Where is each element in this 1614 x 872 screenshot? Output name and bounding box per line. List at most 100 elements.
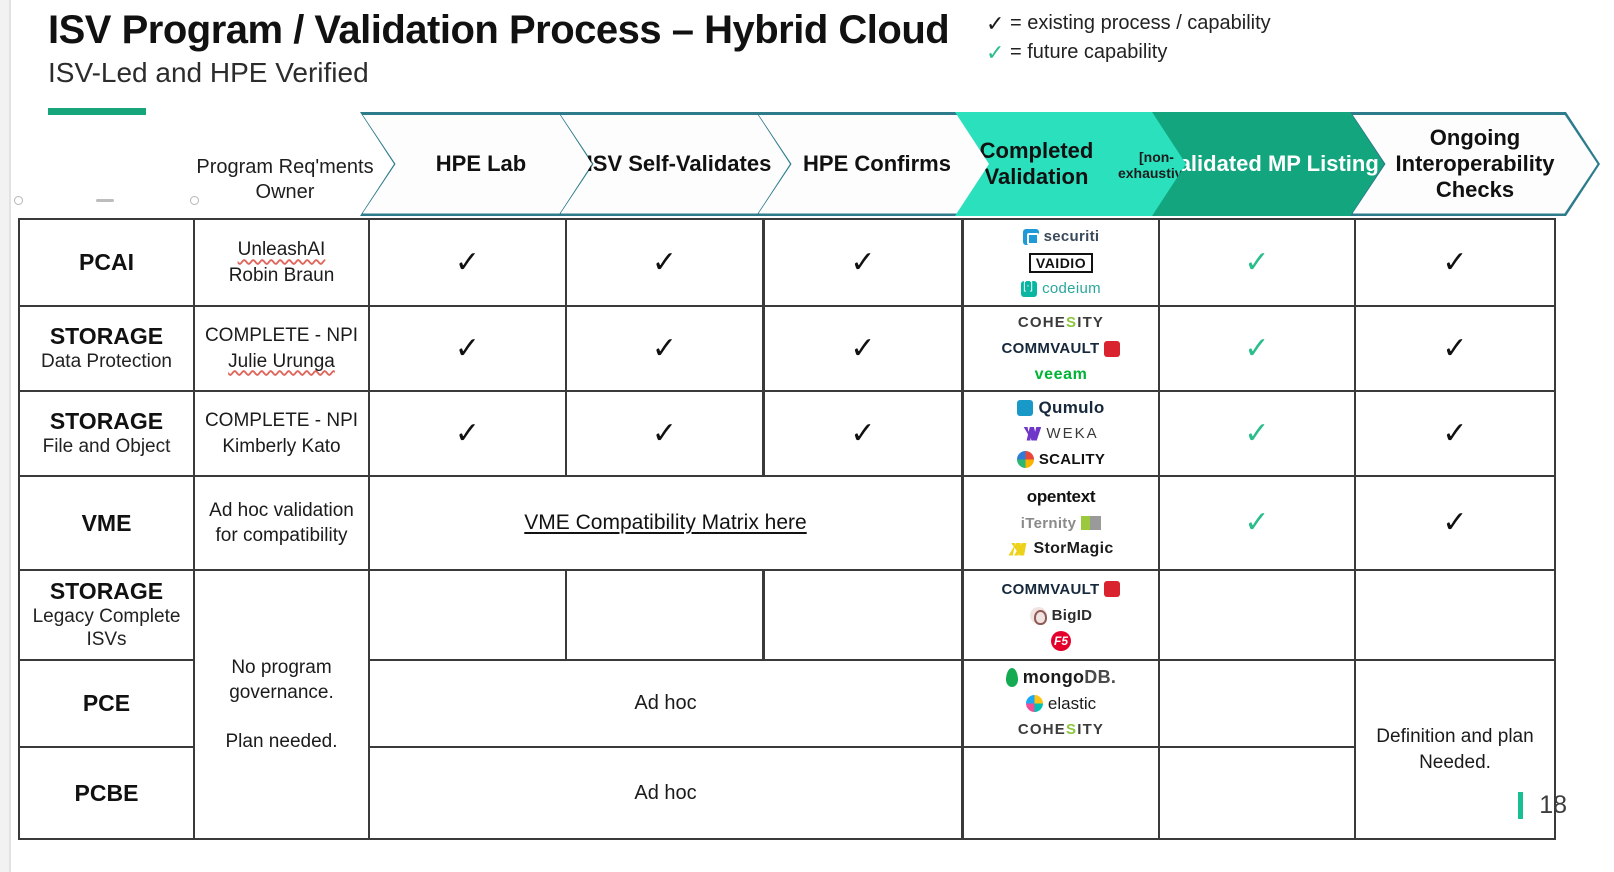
owner-line-2: Robin Braun: [228, 264, 335, 286]
qumulo-icon: [1017, 399, 1034, 416]
table-cell-completed-validation: Qumulo WEKA SCALITY: [962, 390, 1160, 477]
logo-stack: securiti VAIDIO codeium: [964, 227, 1158, 298]
chevron-validated-mp-listing[interactable]: Validated MP Listing: [1152, 112, 1392, 216]
logo-f5: F5: [1051, 631, 1071, 651]
check-icon: ✓: [850, 245, 876, 279]
logo-label: COHESITY: [1017, 314, 1105, 331]
selection-handle-middle[interactable]: [96, 199, 114, 202]
table-cell-hpe-lab: ✓: [368, 305, 567, 392]
table-cell-mp-listing: ✓: [1158, 475, 1356, 571]
check-icon: ✓: [1244, 506, 1270, 539]
ongoing-note-line-2: Needed.: [1419, 751, 1491, 773]
chevron-sublabel: [non-exhaustive]: [1117, 149, 1196, 181]
table-cell-owner: UnleashAI Robin Braun: [193, 218, 370, 307]
legend-item-label: = future capability: [1010, 41, 1168, 63]
table-cell-completed-validation: opentext iTernity StorMagic: [962, 475, 1160, 571]
logo-label: iTernity: [1020, 514, 1077, 532]
app-left-rail: [0, 0, 10, 872]
table-cell-hpe-lab: ✓: [368, 390, 567, 477]
ad-hoc-label: Ad hoc: [634, 692, 697, 715]
ad-hoc-label: Ad hoc: [634, 781, 697, 804]
owner-line-2: for compatibility: [215, 525, 348, 546]
vme-compatibility-matrix-link[interactable]: VME Compatibility Matrix here: [524, 511, 807, 534]
title-block: ISV Program / Validation Process – Hybri…: [48, 8, 950, 89]
check-icon: ✓: [1442, 506, 1468, 539]
slide-number: 18: [1518, 791, 1567, 820]
logo-commvault: COMMVAULT: [1002, 339, 1121, 358]
logo-stack: opentext iTernity StorMagic: [964, 487, 1158, 559]
logo-label: mongoDB.: [1022, 667, 1117, 687]
selection-handle-left[interactable]: [14, 196, 23, 205]
logo-securiti: securiti: [1022, 227, 1100, 246]
table-cell-mp-listing: ✓: [1158, 390, 1356, 477]
page-subtitle: ISV-Led and HPE Verified: [48, 56, 369, 88]
logo-codeium: codeium: [1021, 279, 1101, 298]
chevron-isv-self-validates[interactable]: ISV Self-Validates: [558, 112, 800, 216]
check-icon: ✓: [1442, 416, 1468, 450]
bigid-icon: [1029, 606, 1047, 625]
validation-matrix-table: PCAI UnleashAI Robin Braun ✓ ✓ ✓ securit…: [18, 218, 1556, 840]
logo-label: VAIDIO: [1028, 252, 1094, 273]
table-cell-completed-validation: securiti VAIDIO codeium: [962, 218, 1160, 307]
selection-handle-right[interactable]: [190, 196, 199, 205]
logo-label: opentext: [1026, 487, 1096, 506]
check-icon: ✓: [1244, 245, 1270, 279]
chevron-ongoing-interoperability-checks[interactable]: Ongoing Interoperability Checks: [1350, 112, 1600, 216]
table-row-name: PCE: [18, 659, 195, 748]
owner-note-line-3: Plan needed.: [225, 731, 338, 753]
chevron-label: HPE Lab: [435, 151, 527, 177]
table-cell-completed-validation: COHESITY COMMVAULT veeam: [962, 305, 1160, 392]
logo-label: SCALITY: [1038, 451, 1106, 468]
row-name: PCE: [82, 690, 131, 717]
check-icon: ✓: [1244, 331, 1270, 365]
table-row-name: PCBE: [18, 746, 195, 840]
logo-bigid: BigID: [1029, 606, 1093, 625]
logo-veeam: veeam: [1035, 365, 1088, 384]
check-icon: ✓: [850, 331, 876, 365]
row-name: STORAGE: [49, 322, 164, 349]
logo-label: F5: [1051, 631, 1071, 651]
table-cell-isv-self: ✓: [565, 390, 764, 477]
table-cell-completed-validation: [962, 746, 1160, 840]
table-cell-hpe-lab: [368, 569, 567, 661]
chevron-hpe-lab[interactable]: HPE Lab: [360, 112, 602, 216]
chevron-label: Ongoing Interoperability Checks: [1395, 125, 1555, 202]
owner-line-1: COMPLETE - NPI: [204, 410, 359, 432]
logo-vaidio: VAIDIO: [1028, 252, 1094, 273]
table-cell-hpe-lab: ✓: [368, 218, 567, 307]
table-cell-isv-self: ✓: [565, 305, 764, 392]
slide-number-value: 18: [1539, 791, 1567, 819]
table-cell-pcbe-merged-process: Ad hoc: [368, 746, 963, 840]
legend: ✓ = existing process / capability ✓ = fu…: [986, 9, 1271, 67]
legend-item-label: = existing process / capability: [1010, 12, 1271, 34]
logo-weka: WEKA: [1023, 424, 1098, 443]
chevron-label: Validated MP Listing: [1165, 151, 1379, 177]
table-cell-pce-merged-process: Ad hoc: [368, 659, 963, 748]
table-cell-completed-validation: COMMVAULT BigID F5: [962, 569, 1160, 661]
row-name: STORAGE: [49, 407, 164, 434]
owner-line-1: UnleashAI: [237, 239, 326, 261]
owner-column-header: Program Req'ments Owner: [196, 156, 374, 203]
mongodb-icon: [1005, 668, 1018, 687]
chevron-completed-validation[interactable]: Completed Validation [non-exhaustive]: [955, 112, 1195, 216]
check-icon: ✓: [454, 416, 481, 450]
check-icon: ✓: [986, 39, 1005, 65]
table-cell-completed-validation: mongoDB. elastic COHESITY: [962, 659, 1160, 748]
logo-label: veeam: [1034, 365, 1088, 383]
logo-label: COHESITY: [1017, 721, 1105, 738]
logo-label: elastic: [1047, 693, 1097, 713]
check-icon: ✓: [454, 331, 481, 365]
elastic-icon: [1025, 695, 1043, 712]
codeium-icon: [1021, 280, 1038, 297]
check-icon: ✓: [1442, 245, 1468, 279]
table-cell-owner: COMPLETE - NPI Julie Urunga: [193, 305, 370, 392]
check-icon: ✓: [651, 331, 678, 365]
table-cell-hpe-confirms: ✓: [763, 218, 963, 307]
table-cell-owner-note-span: No program governance. Plan needed.: [193, 569, 370, 840]
table-cell-vme-merged-process: VME Compatibility Matrix here: [368, 475, 963, 571]
check-icon: ✓: [986, 10, 1005, 36]
legend-item-existing: ✓ = existing process / capability: [986, 9, 1271, 38]
table-cell-ongoing: ✓: [1354, 390, 1556, 477]
chevron-hpe-confirms[interactable]: HPE Confirms: [756, 112, 998, 216]
commvault-icon: [1104, 340, 1121, 357]
